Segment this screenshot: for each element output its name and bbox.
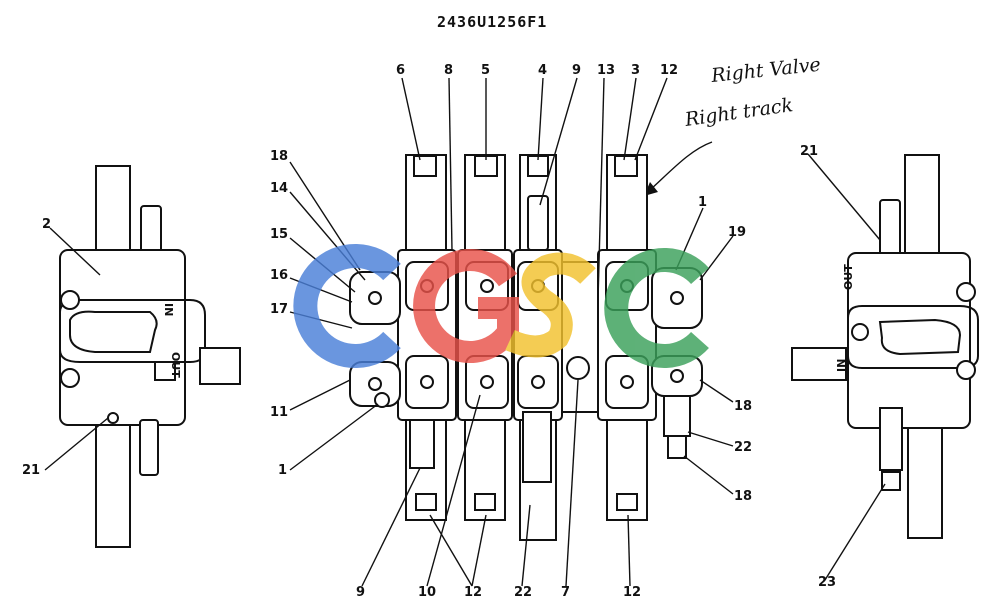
callout-3: 3 <box>631 63 640 78</box>
right-relief-cap <box>667 435 687 459</box>
right-body-cavity <box>878 318 962 356</box>
eye-1-top <box>413 155 437 177</box>
right-body <box>847 252 971 429</box>
right-inlet-fitting <box>791 347 847 381</box>
callout-8: 8 <box>444 63 453 78</box>
flange-1-lower <box>405 355 449 409</box>
note-right-valve: Right Valve <box>709 54 822 87</box>
watermark-g-red <box>413 249 519 363</box>
fitting-22-lower <box>522 411 552 483</box>
cgsc-watermark <box>293 244 709 368</box>
right-body-face <box>847 305 979 369</box>
drawing-code: 2436U1256F1 <box>437 13 547 31</box>
callout-18-lower: 18 <box>734 489 752 504</box>
watermark-c-green <box>604 248 709 368</box>
left-body <box>59 249 186 426</box>
callout-21-left: 21 <box>22 463 40 478</box>
left-in-port: IN <box>162 303 175 316</box>
leader-lines <box>44 77 886 587</box>
callout-18-left: 18 <box>270 149 288 164</box>
right-plug <box>881 471 901 491</box>
callout-18-right: 18 <box>734 399 752 414</box>
callout-1-right: 1 <box>698 195 707 210</box>
callout-21-right: 21 <box>800 144 818 159</box>
callout-1-left: 1 <box>278 463 287 478</box>
flange-4-lower <box>605 355 649 409</box>
callout-23: 23 <box>818 575 836 590</box>
left-spool-bottom <box>95 424 131 548</box>
callout-14: 14 <box>270 181 288 196</box>
note-right-track: Right track <box>683 94 795 131</box>
callout-4: 4 <box>538 63 547 78</box>
callout-19: 19 <box>728 225 746 240</box>
callout-7: 7 <box>561 585 570 600</box>
callout-9-bottom: 9 <box>356 585 365 600</box>
right-relief-bottom <box>879 407 903 471</box>
left-out-plate <box>154 361 176 381</box>
flange-3-lower <box>517 355 559 409</box>
right-in-port: IN <box>835 359 848 372</box>
fitting-9-upper <box>527 195 549 251</box>
callout-9-top: 9 <box>572 63 581 78</box>
callout-numbers: 6 8 5 4 9 13 3 12 18 14 15 16 17 11 1 1 … <box>22 63 836 600</box>
right-bolt-top <box>956 282 976 302</box>
left-bolt-bottom <box>60 368 80 388</box>
left-body-cavity <box>69 310 158 353</box>
left-side-view: IN OUT <box>59 165 241 548</box>
right-relief-top <box>879 199 901 261</box>
callout-12-bottom: 12 <box>464 585 482 600</box>
callout-2: 2 <box>42 217 51 232</box>
flange-2-lower <box>465 355 509 409</box>
left-outlet-fitting <box>199 347 241 385</box>
right-bolt-mid <box>851 323 869 341</box>
callout-6: 6 <box>396 63 405 78</box>
watermark-c-blue <box>293 244 401 368</box>
callout-5: 5 <box>481 63 490 78</box>
callout-17: 17 <box>270 302 288 317</box>
right-bolt-bottom <box>956 360 976 380</box>
left-plug <box>107 412 119 424</box>
eye-4-bottom <box>616 493 638 511</box>
left-bolt-top <box>60 290 80 310</box>
callout-12-top: 12 <box>660 63 678 78</box>
left-out-port: OUT <box>169 352 182 378</box>
right-spool-bottom <box>907 427 943 539</box>
right-relief-valve <box>663 395 691 437</box>
right-side-view: OUT IN <box>791 154 979 539</box>
callout-22-right: 22 <box>734 440 752 455</box>
right-spool-top <box>904 154 940 254</box>
callout-15: 15 <box>270 227 288 242</box>
callout-10: 10 <box>418 585 436 600</box>
callout-13: 13 <box>597 63 615 78</box>
note-arrow <box>649 141 713 191</box>
watermark-s-yellow <box>505 252 596 358</box>
left-spool-top <box>95 165 131 257</box>
eye-4-top <box>614 155 638 177</box>
fitting-9-lower <box>409 419 435 469</box>
end-flange-left-upper <box>349 271 401 325</box>
eye-2-bottom <box>474 493 496 511</box>
oring-1 <box>374 392 390 408</box>
eye-1-bottom <box>415 493 437 511</box>
callout-22-bottom: 22 <box>514 585 532 600</box>
callout-16: 16 <box>270 268 288 283</box>
left-relief-bottom <box>139 419 159 476</box>
callout-11: 11 <box>270 405 288 420</box>
right-out-port: OUT <box>842 264 855 290</box>
plug-7 <box>566 356 590 380</box>
callout-12-right: 12 <box>623 585 641 600</box>
